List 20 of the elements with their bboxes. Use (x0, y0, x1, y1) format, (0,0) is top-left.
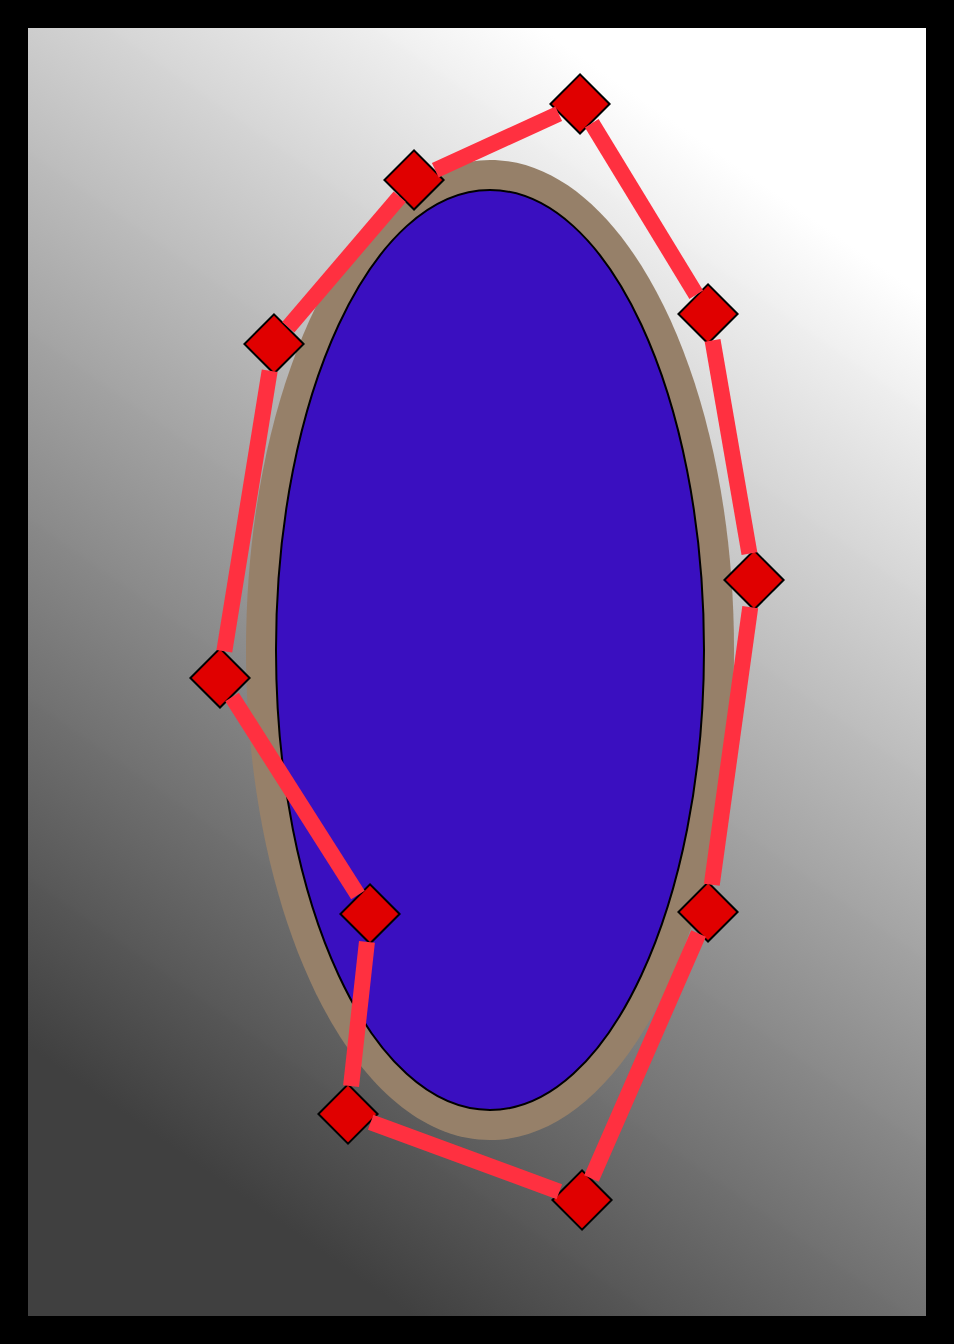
connector-line (367, 1114, 563, 1200)
diamond-marker (549, 73, 611, 135)
diamond-marker (243, 313, 305, 375)
connector-line (704, 339, 758, 555)
connector-line (343, 941, 375, 1087)
diamond-marker (317, 1083, 379, 1145)
connector-line (584, 119, 704, 299)
connector-line (282, 191, 406, 333)
connector-line (584, 930, 706, 1182)
diamond-marker (189, 647, 251, 709)
diamond-marker (677, 881, 739, 943)
diamond-marker (551, 1169, 613, 1231)
diamond-marker (339, 883, 401, 945)
diamond-marker (723, 549, 785, 611)
connector-line (225, 692, 365, 900)
diamond-marker (383, 149, 445, 211)
connector-line (703, 606, 759, 886)
connector-line (216, 369, 278, 653)
diamond-marker (677, 283, 739, 345)
connector-line (431, 106, 563, 178)
